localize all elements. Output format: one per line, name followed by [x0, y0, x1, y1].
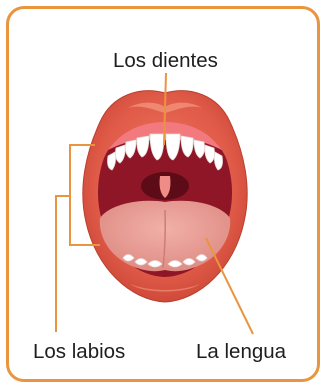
label-teeth: Los dientes: [113, 49, 218, 73]
label-lips: Los labios: [33, 340, 125, 364]
label-tongue: La lengua: [196, 340, 286, 364]
